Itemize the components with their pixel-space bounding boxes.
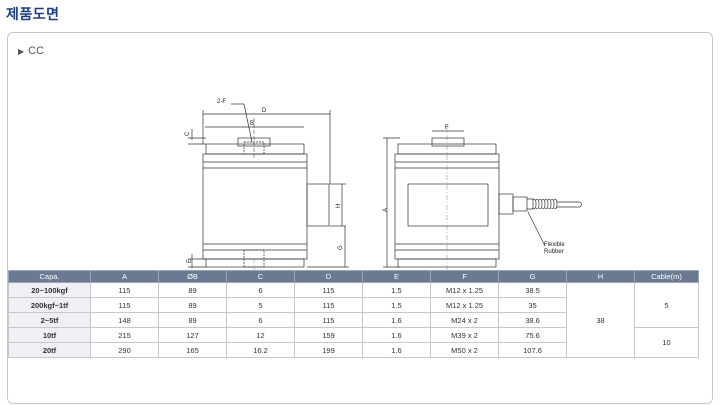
c-cell: 6 (226, 282, 295, 298)
b-cell: 127 (158, 327, 227, 343)
header-cell: H (566, 270, 635, 283)
technical-drawing: 2-F D B C H G E A F Flexible Rubber (185, 99, 582, 270)
c-cell: 5 (226, 297, 295, 313)
capa-cell: 20tf (8, 342, 91, 358)
label-d: D (262, 108, 267, 114)
b-cell: 89 (158, 312, 227, 328)
e-cell: 1.6 (362, 327, 431, 343)
header-cell: A (90, 270, 159, 283)
c-cell: 16.2 (226, 342, 295, 358)
capa-cell: 20~100kgf (8, 282, 91, 298)
label-g: G (338, 245, 344, 250)
capa-cell: 200kgf~1tf (8, 297, 91, 313)
f-cell: M12 x 1.25 (430, 297, 499, 313)
d-cell: 199 (294, 342, 363, 358)
label-flexible: Flexible (544, 242, 565, 248)
header-cell: G (498, 270, 567, 283)
table-header-row: Capa. A ØB C D E F G H Cable(m) (8, 270, 699, 283)
d-cell: 159 (294, 327, 363, 343)
d-cell: 115 (294, 312, 363, 328)
front-top-cap (205, 143, 305, 155)
g-cell: 35 (498, 297, 567, 313)
c-cell: 6 (226, 312, 295, 328)
header-cell: Cable(m) (634, 270, 699, 283)
header-cell: C (226, 270, 295, 283)
table-row: 20~100kgf 115 89 6 115 1.5 M12 x 1.25 38… (8, 282, 699, 358)
f-cell: M12 x 1.25 (430, 282, 499, 298)
b-cell: 165 (158, 342, 227, 358)
spec-table: Capa. A ØB C D E F G H Cable(m) 20~100kg… (8, 270, 699, 358)
a-cell: 148 (90, 312, 159, 328)
header-cell: D (294, 270, 363, 283)
b-cell: 89 (158, 297, 227, 313)
table-row: 200kgf~1tf 115 89 5 115 1.5 M12 x 1.25 3… (8, 297, 699, 313)
f-cell: M24 x 2 (430, 312, 499, 328)
h-cell: 38 (566, 282, 635, 358)
side-label-plate (407, 183, 489, 227)
front-body (202, 153, 308, 260)
table-row: 10tf 215 127 12 159 1.6 M39 x 2 75.6 10 (8, 327, 699, 358)
label-rubber: Rubber (544, 249, 564, 255)
label-c: C (185, 131, 191, 136)
a-cell: 115 (90, 297, 159, 313)
cable-cell: 10 (634, 327, 699, 358)
label-f: F (445, 125, 449, 131)
c-cell: 12 (226, 327, 295, 343)
b-cell: 89 (158, 282, 227, 298)
g-cell: 38.6 (498, 312, 567, 328)
a-cell: 115 (90, 282, 159, 298)
label-b: B (250, 121, 254, 127)
e-cell: 1.5 (362, 282, 431, 298)
label-h: H (336, 204, 342, 208)
header-cell: Capa. (8, 270, 91, 283)
header-cell: E (362, 270, 431, 283)
table-row: 20tf 290 165 16.2 199 1.6 M50 x 2 107.6 (8, 342, 699, 358)
d-cell: 115 (294, 297, 363, 313)
model-label: ▶CC (18, 45, 44, 57)
page-title: 제품도면 (6, 6, 60, 22)
d-cell: 115 (294, 282, 363, 298)
e-cell: 1.6 (362, 342, 431, 358)
front-base (205, 258, 305, 268)
e-cell: 1.5 (362, 297, 431, 313)
label-a: A (383, 208, 389, 212)
label-e: E (187, 259, 193, 263)
f-cell: M50 x 2 (430, 342, 499, 358)
side-top-boss (431, 137, 465, 147)
g-cell: 38.5 (498, 282, 567, 298)
model-name: CC (28, 45, 45, 57)
triangle-marker-icon: ▶ (18, 47, 25, 56)
a-cell: 215 (90, 327, 159, 343)
g-cell: 75.6 (498, 327, 567, 343)
capa-cell: 2~5tf (8, 312, 91, 328)
a-cell: 290 (90, 342, 159, 358)
cable-cell: 5 (634, 282, 699, 328)
g-cell: 107.6 (498, 342, 567, 358)
front-side-box (306, 183, 330, 227)
label-2f: 2-F (217, 99, 226, 105)
capa-cell: 10tf (8, 327, 91, 343)
header-cell: F (430, 270, 499, 283)
header-cell: ØB (158, 270, 227, 283)
f-cell: M39 x 2 (430, 327, 499, 343)
e-cell: 1.6 (362, 312, 431, 328)
